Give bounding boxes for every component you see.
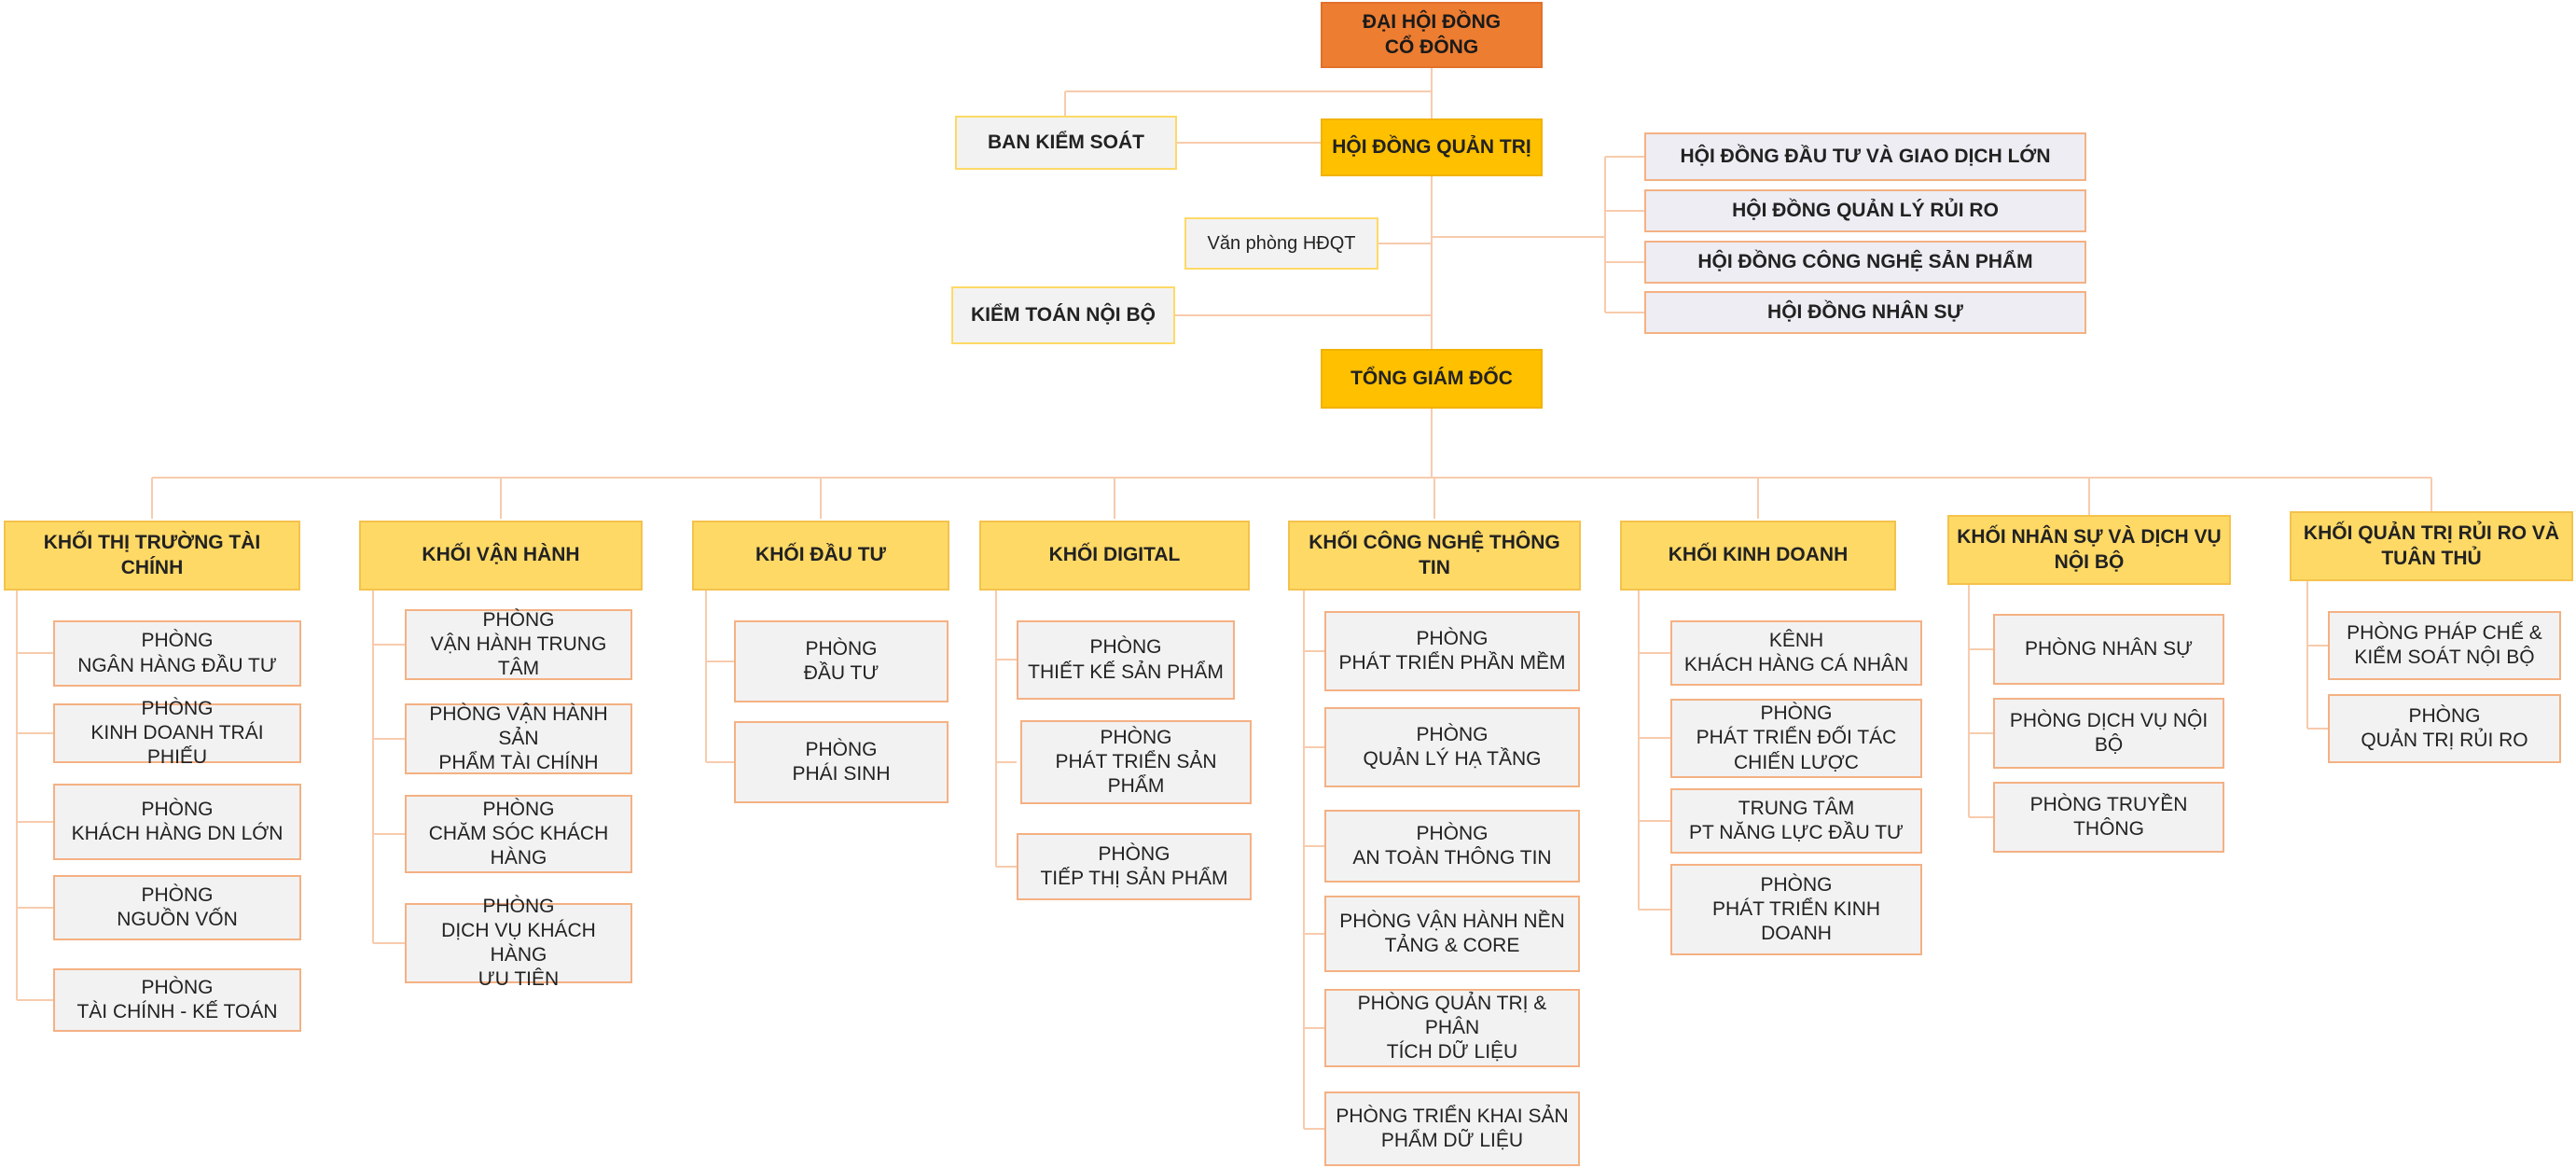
division-box: KHỐI VẬN HÀNH bbox=[359, 521, 643, 591]
ceo-label: TỔNG GIÁM ĐỐC bbox=[1350, 367, 1513, 389]
unit-label: PHÒNG NGUỒN VỐN bbox=[117, 883, 238, 930]
unit-box: PHÒNG PHÁT TRIỂN SẢN PHẨM bbox=[1020, 720, 1252, 804]
unit-label: PHÒNG PHÁT TRIỂN SẢN PHẨM bbox=[1055, 726, 1217, 798]
division-label: KHỐI THỊ TRƯỜNG TÀI CHÍNH bbox=[43, 532, 261, 578]
unit-box: TRUNG TÂM PT NĂNG LỰC ĐẦU TƯ bbox=[1670, 788, 1922, 854]
shareholders-label: ĐẠI HỘI ĐỒNG CỔ ĐÔNG bbox=[1362, 11, 1502, 58]
unit-label: PHÒNG NGÂN HÀNG ĐẦU TƯ bbox=[77, 630, 277, 676]
board-office-label: Văn phòng HĐQT bbox=[1207, 232, 1356, 254]
board-office-box: Văn phòng HĐQT bbox=[1184, 217, 1378, 270]
unit-box: PHÒNG PHÁI SINH bbox=[734, 721, 949, 803]
unit-label: PHÒNG QUẢN TRỊ & PHÂN TÍCH DỮ LIỆU bbox=[1357, 992, 1547, 1064]
internal-audit-box: KIỂM TOÁN NỘI BỘ bbox=[951, 286, 1175, 344]
unit-label: PHÒNG PHÁT TRIỂN KINH DOANH bbox=[1711, 873, 1881, 945]
division-label: KHỐI KINH DOANH bbox=[1668, 544, 1849, 566]
unit-label: PHÒNG TIẾP THỊ SẢN PHẨM bbox=[1040, 842, 1228, 889]
unit-label: PHÒNG PHÁT TRIỂN PHẦN MỀM bbox=[1338, 627, 1566, 674]
division-box: KHỐI ĐẦU TƯ bbox=[692, 521, 949, 591]
unit-label: PHÒNG AN TOÀN THÔNG TIN bbox=[1352, 822, 1552, 869]
unit-label: PHÒNG PHÁP CHẾ & KIỂM SOÁT NỘI BỘ bbox=[2347, 621, 2542, 668]
division-box: KHỐI CÔNG NGHỆ THÔNG TIN bbox=[1288, 521, 1581, 591]
unit-box: PHÒNG QUẢN TRỊ & PHÂN TÍCH DỮ LIỆU bbox=[1324, 989, 1580, 1067]
division-label: KHỐI QUẢN TRỊ RỦI RO VÀ TUÂN THỦ bbox=[2303, 522, 2560, 569]
unit-box: PHÒNG ĐẦU TƯ bbox=[734, 620, 949, 702]
unit-label: PHÒNG VẬN HÀNH SẢN PHẨM TÀI CHÍNH bbox=[429, 702, 608, 774]
unit-box: PHÒNG PHÁT TRIỂN PHẦN MỀM bbox=[1324, 611, 1580, 691]
unit-label: PHÒNG TÀI CHÍNH - KẾ TOÁN bbox=[76, 976, 278, 1022]
division-label: KHỐI CÔNG NGHỆ THÔNG TIN bbox=[1309, 532, 1560, 578]
unit-label: PHÒNG KHÁCH HÀNG DN LỚN bbox=[71, 798, 284, 844]
division-label: KHỐI VẬN HÀNH bbox=[422, 544, 580, 566]
unit-box: PHÒNG DỊCH VỤ KHÁCH HÀNG ƯU TIÊN bbox=[405, 896, 632, 990]
unit-box: PHÒNG TÀI CHÍNH - KẾ TOÁN bbox=[53, 968, 301, 1032]
unit-label: PHÒNG PHÁT TRIỂN ĐỐI TÁC CHIẾN LƯỢC bbox=[1696, 702, 1897, 773]
internal-audit-label: KIỂM TOÁN NỘI BỘ bbox=[971, 303, 1156, 326]
unit-box: PHÒNG TIẾP THỊ SẢN PHẨM bbox=[1017, 833, 1252, 900]
unit-label: PHÒNG ĐẦU TƯ bbox=[803, 637, 879, 684]
council-risk-box: HỘI ĐỒNG QUẢN LÝ RỦI RO bbox=[1644, 189, 2086, 232]
unit-label: PHÒNG QUẢN TRỊ RỦI RO bbox=[2361, 704, 2528, 751]
unit-box: PHÒNG TRUYỀN THÔNG bbox=[1993, 782, 2224, 853]
council-hr-box: HỘI ĐỒNG NHÂN SỰ bbox=[1644, 291, 2086, 334]
council-technology-box: HỘI ĐỒNG CÔNG NGHỆ SẢN PHẨM bbox=[1644, 241, 2086, 284]
division-box: KHỐI QUẢN TRỊ RỦI RO VÀ TUÂN THỦ bbox=[2290, 511, 2573, 581]
division-box: KHỐI NHÂN SỰ VÀ DỊCH VỤ NỘI BỘ bbox=[1947, 515, 2231, 585]
unit-label: PHÒNG DỊCH VỤ KHÁCH HÀNG ƯU TIÊN bbox=[441, 895, 596, 991]
unit-box: PHÒNG KINH DOANH TRÁI PHIẾU bbox=[53, 698, 301, 768]
unit-box: PHÒNG NGUỒN VỐN bbox=[53, 875, 301, 940]
unit-label: PHÒNG QUẢN LÝ HẠ TẦNG bbox=[1363, 723, 1542, 770]
unit-box: PHÒNG THIẾT KẾ SẢN PHẨM bbox=[1017, 620, 1235, 700]
unit-box: PHÒNG NGÂN HÀNG ĐẦU TƯ bbox=[53, 620, 301, 687]
unit-box: PHÒNG PHÁT TRIỂN ĐỐI TÁC CHIẾN LƯỢC bbox=[1670, 699, 1922, 778]
unit-label: PHÒNG VẬN HÀNH TRUNG TÂM bbox=[430, 608, 607, 680]
unit-box: PHÒNG VẬN HÀNH TRUNG TÂM bbox=[405, 609, 632, 680]
unit-label: PHÒNG KINH DOANH TRÁI PHIẾU bbox=[90, 697, 264, 769]
council-label: HỘI ĐỒNG ĐẦU TƯ VÀ GIAO DỊCH LỚN bbox=[1680, 145, 2051, 167]
division-label: KHỐI NHÂN SỰ VÀ DỊCH VỤ NỘI BỘ bbox=[1957, 526, 2222, 573]
unit-label: PHÒNG THIẾT KẾ SẢN PHẨM bbox=[1028, 636, 1224, 683]
unit-box: PHÒNG VẬN HÀNH SẢN PHẨM TÀI CHÍNH bbox=[405, 703, 632, 774]
board-label: HỘI ĐỒNG QUẢN TRỊ bbox=[1332, 135, 1531, 158]
board-box: HỘI ĐỒNG QUẢN TRỊ bbox=[1321, 118, 1543, 176]
unit-box: PHÒNG QUẢN LÝ HẠ TẦNG bbox=[1324, 707, 1580, 787]
council-investment-box: HỘI ĐỒNG ĐẦU TƯ VÀ GIAO DỊCH LỚN bbox=[1644, 132, 2086, 181]
division-box: KHỐI DIGITAL bbox=[979, 521, 1250, 591]
unit-label: PHÒNG NHÂN SỰ bbox=[2024, 637, 2194, 660]
unit-box: KÊNH KHÁCH HÀNG CÁ NHÂN bbox=[1670, 620, 1922, 686]
ceo-box: TỔNG GIÁM ĐỐC bbox=[1321, 349, 1543, 409]
division-label: KHỐI ĐẦU TƯ bbox=[755, 544, 886, 566]
division-label: KHỐI DIGITAL bbox=[1048, 544, 1181, 566]
unit-box: PHÒNG AN TOÀN THÔNG TIN bbox=[1324, 810, 1580, 883]
unit-box: PHÒNG VẬN HÀNH NỀN TẢNG & CORE bbox=[1324, 896, 1580, 972]
unit-box: PHÒNG NHÂN SỰ bbox=[1993, 614, 2224, 685]
supervisory-box: BAN KIỂM SOÁT bbox=[955, 116, 1177, 170]
unit-label: KÊNH KHÁCH HÀNG CÁ NHÂN bbox=[1683, 629, 1909, 675]
council-label: HỘI ĐỒNG QUẢN LÝ RỦI RO bbox=[1732, 199, 1999, 221]
division-box: KHỐI KINH DOANH bbox=[1620, 521, 1896, 591]
division-box: KHỐI THỊ TRƯỜNG TÀI CHÍNH bbox=[4, 521, 300, 591]
unit-box: PHÒNG KHÁCH HÀNG DN LỚN bbox=[53, 784, 301, 860]
supervisory-label: BAN KIỂM SOÁT bbox=[988, 131, 1144, 153]
unit-box: PHÒNG QUẢN TRỊ RỦI RO bbox=[2328, 694, 2561, 763]
council-label: HỘI ĐỒNG CÔNG NGHỆ SẢN PHẨM bbox=[1697, 250, 2033, 272]
unit-box: PHÒNG DỊCH VỤ NỘI BỘ bbox=[1993, 698, 2224, 769]
unit-label: TRUNG TÂM PT NĂNG LỰC ĐẦU TƯ bbox=[1689, 797, 1904, 843]
unit-label: PHÒNG VẬN HÀNH NỀN TẢNG & CORE bbox=[1339, 910, 1565, 956]
unit-label: PHÒNG DỊCH VỤ NỘI BỘ bbox=[2009, 709, 2209, 756]
unit-box: PHÒNG PHÁT TRIỂN KINH DOANH bbox=[1670, 864, 1922, 955]
unit-label: PHÒNG CHĂM SÓC KHÁCH HÀNG bbox=[428, 798, 609, 869]
unit-label: PHÒNG TRUYỀN THÔNG bbox=[2029, 793, 2188, 840]
unit-label: PHÒNG PHÁI SINH bbox=[792, 738, 891, 785]
unit-box: PHÒNG CHĂM SÓC KHÁCH HÀNG bbox=[405, 795, 632, 873]
unit-label: PHÒNG TRIỂN KHAI SẢN PHẨM DỮ LIỆU bbox=[1336, 1105, 1569, 1151]
unit-box: PHÒNG TRIỂN KHAI SẢN PHẨM DỮ LIỆU bbox=[1324, 1092, 1580, 1166]
council-label: HỘI ĐỒNG NHÂN SỰ bbox=[1767, 300, 1963, 323]
shareholders-box: ĐẠI HỘI ĐỒNG CỔ ĐÔNG bbox=[1321, 2, 1543, 68]
unit-box: PHÒNG PHÁP CHẾ & KIỂM SOÁT NỘI BỘ bbox=[2328, 611, 2561, 680]
